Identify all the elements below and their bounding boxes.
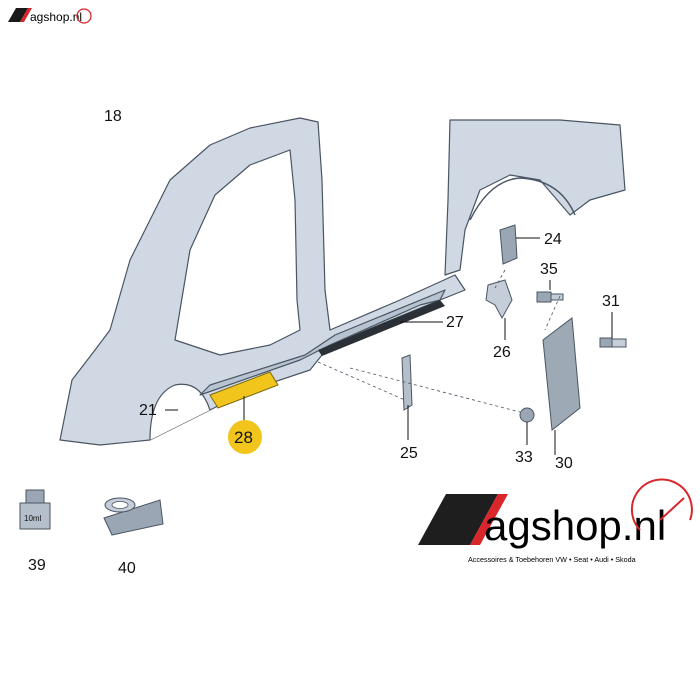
label-partial-top: 18 (104, 108, 122, 125)
leader-lines (165, 237, 613, 455)
brand-logo-mark-icon (418, 494, 498, 545)
header-logo-mark-red-icon (20, 8, 32, 22)
brand-gauge-icon (630, 478, 693, 531)
callout-33: 33 (515, 449, 533, 466)
brand-logo-mark-red-icon (470, 494, 508, 545)
callout-26: 26 (493, 344, 511, 361)
callout-30: 30 (555, 455, 573, 472)
part-24-panel[interactable] (499, 224, 518, 265)
part-33-clip[interactable] (519, 407, 535, 423)
part-40-tape-roll[interactable] (103, 497, 164, 536)
header-logo-mark-icon (8, 8, 28, 22)
callout-27: 27 (446, 314, 464, 331)
part-39-tube[interactable]: 10ml (19, 489, 51, 530)
part-28-highlight[interactable] (209, 371, 279, 409)
brand-logo[interactable]: agshop.nl Accessoires & Toebehoren VW • … (418, 478, 693, 564)
callout-28: 28 (234, 428, 253, 447)
part-26-clip[interactable] (485, 279, 513, 320)
callout-31: 31 (602, 293, 620, 310)
header-logo[interactable]: agshop.nl (8, 8, 92, 24)
callout-40: 40 (118, 560, 136, 577)
car-body-side (59, 117, 626, 446)
callout-35: 35 (540, 261, 558, 278)
callout-21: 21 (139, 402, 157, 419)
callout-39: 39 (28, 557, 46, 574)
callout-25: 25 (400, 445, 418, 462)
part-31-screw[interactable] (599, 337, 627, 348)
header-logo-text: agshop.nl (30, 10, 82, 24)
part-25-strip[interactable] (401, 354, 413, 411)
header-logo-gauge-icon (76, 8, 92, 24)
tube-label: 10ml (24, 514, 42, 523)
callout-24: 24 (544, 231, 562, 248)
part-30-mudflap[interactable] (542, 317, 581, 431)
part-35-screw[interactable] (536, 291, 564, 303)
assembly-dashed-lines (317, 269, 561, 413)
part-27-sill-strip[interactable] (318, 300, 445, 356)
callout-28-badge[interactable]: 28 (228, 420, 262, 454)
brand-logo-text: agshop.nl (484, 502, 666, 549)
brand-tagline: Accessoires & Toebehoren VW • Seat • Aud… (468, 555, 636, 564)
